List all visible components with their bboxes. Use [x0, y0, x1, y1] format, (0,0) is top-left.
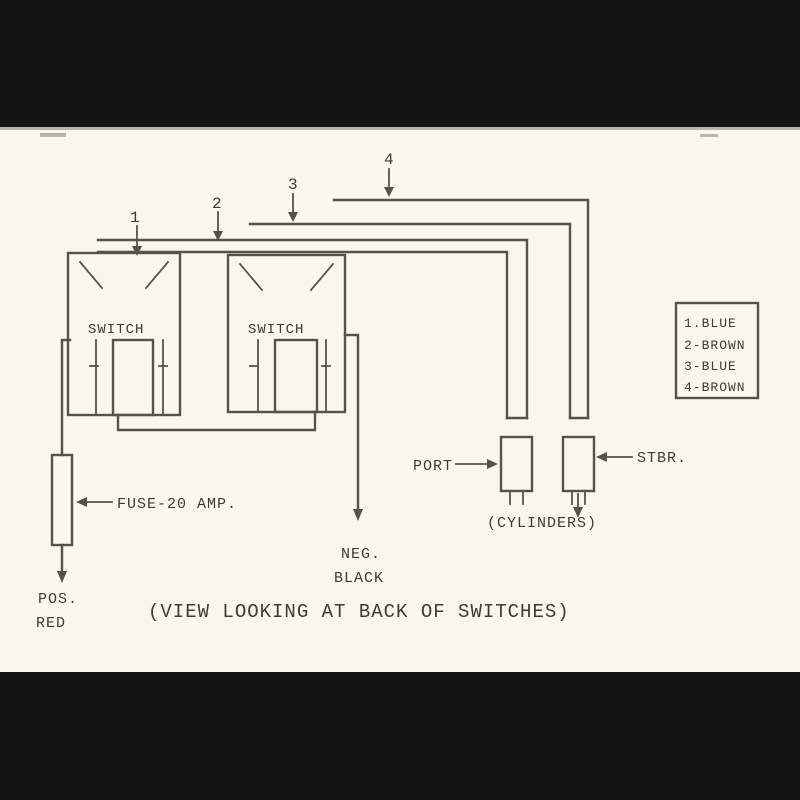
scan-artifacts	[0, 127, 800, 137]
cylinders-caption: (CYLINDERS)	[487, 515, 597, 532]
wire-runs	[96, 198, 590, 420]
port-label: PORT	[413, 458, 453, 475]
bottom-letterbox	[0, 672, 800, 800]
port-pointer-arrow-icon	[487, 459, 498, 469]
switch-left-contact-diagonal	[144, 260, 170, 290]
wire-2-arrow-icon	[213, 231, 223, 241]
scan-paper-area	[0, 127, 800, 672]
negative-label-line1: NEG.	[341, 546, 381, 563]
port-cylinder	[499, 435, 534, 493]
positive-label-line1: POS.	[38, 591, 78, 608]
switch-left-label: SWITCH	[88, 322, 144, 338]
wire-4-run	[332, 198, 590, 420]
switch-right-contact-diagonal	[238, 262, 264, 292]
legend-item-1: 1.BLUE	[684, 316, 737, 331]
wire-2-run	[96, 238, 529, 420]
switch-left-contact-diagonal	[78, 260, 104, 290]
stbr-label: STBR.	[637, 450, 687, 467]
wire-color-legend: 1.BLUE 2-BROWN 3-BLUE 4-BROWN	[674, 301, 760, 400]
scan-speck	[700, 134, 718, 137]
negative-label-line2: BLACK	[334, 570, 384, 587]
wire-label-3: 3	[288, 176, 298, 194]
switch-bus-wire	[116, 410, 317, 432]
switch-right-label: SWITCH	[248, 322, 304, 338]
switch-right-contact-diagonal	[309, 262, 335, 292]
wire-3-arrow-icon	[288, 212, 298, 222]
legend-item-3: 3-BLUE	[684, 359, 737, 374]
wire-label-2: 2	[212, 195, 222, 213]
fuse-body	[50, 453, 74, 547]
top-letterbox	[0, 0, 800, 127]
legend-item-2: 2-BROWN	[684, 338, 746, 353]
positive-wire-upper	[60, 338, 72, 457]
legend-box	[674, 301, 760, 400]
negative-branch: NEG. BLACK	[334, 333, 384, 587]
negative-arrow-icon	[353, 509, 363, 521]
stbr-down-arrow-icon	[573, 507, 583, 518]
switch-right: SWITCH	[226, 253, 347, 414]
scan-edge-smudge	[0, 127, 800, 130]
fuse-branch: FUSE-20 AMP. POS. RED	[36, 338, 237, 632]
scan-speck	[40, 133, 66, 137]
cylinders-group: PORT STBR. (CYLINDERS)	[413, 435, 687, 532]
switch-right-inner-box	[273, 338, 319, 414]
legend-item-4: 4-BROWN	[684, 380, 746, 395]
wire-label-1: 1	[130, 209, 140, 227]
diagram-caption: (VIEW LOOKING AT BACK OF SWITCHES)	[148, 601, 570, 623]
wire-1-run	[96, 250, 509, 420]
fuse-label: FUSE-20 AMP.	[117, 496, 237, 513]
switch-left: SWITCH	[66, 251, 182, 417]
wire-3-run	[248, 222, 572, 420]
positive-arrow-icon	[57, 571, 67, 583]
positive-label-line2: RED	[36, 615, 66, 632]
stbr-cylinder	[561, 435, 596, 493]
fuse-pointer-arrow-icon	[76, 497, 87, 507]
switch-left-inner-box	[111, 338, 155, 417]
wire-4-arrow-icon	[384, 187, 394, 197]
wire-label-4: 4	[384, 151, 394, 169]
stbr-pointer-arrow-icon	[596, 452, 607, 462]
negative-wire	[343, 333, 360, 512]
wire-callouts: 1 2 3 4	[130, 151, 394, 256]
